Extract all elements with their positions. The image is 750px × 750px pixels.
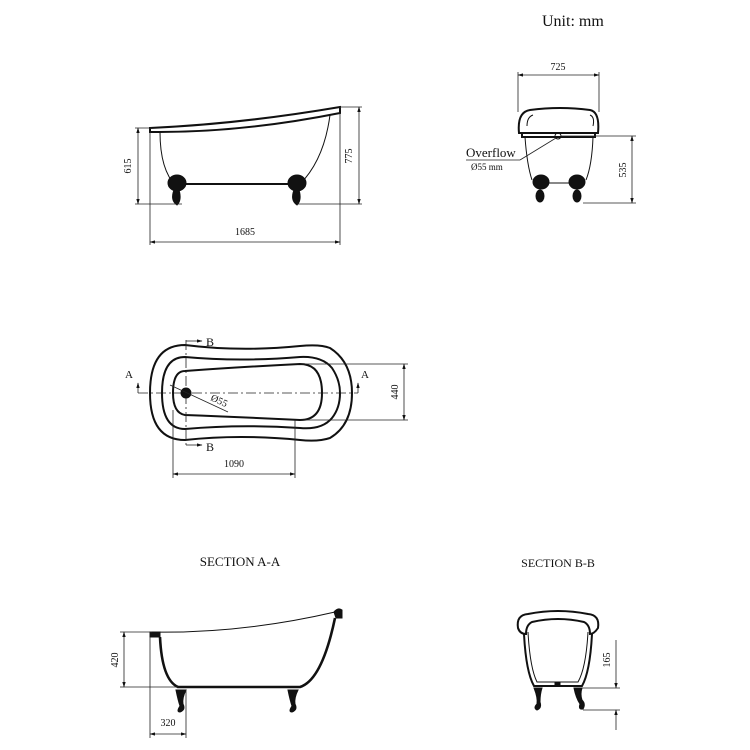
- rim-height-dimension: 615: [123, 159, 134, 174]
- basin-width-dimension: 440: [390, 385, 401, 400]
- floor-height-dimension: 165: [602, 653, 613, 668]
- end-foot-right: [568, 174, 586, 203]
- section-a-marker-right: A: [361, 369, 369, 381]
- depth-dimension: 420: [110, 653, 121, 668]
- section-bb-foot-right: [573, 687, 585, 710]
- plan-inner-rim: [160, 355, 342, 431]
- drain-offset-dimension: 320: [161, 718, 176, 729]
- section-aa-title: SECTION A-A: [200, 554, 281, 569]
- section-bb-roll-top: [516, 610, 600, 636]
- rim-end-right: [333, 608, 343, 619]
- tub-rim: [149, 105, 341, 134]
- plan-view: Ø55 A A B B 440 1090: [125, 335, 408, 478]
- end-roll-top: [517, 107, 600, 134]
- drain-to-end-dimension: 1090: [224, 459, 244, 470]
- claw-foot-right: [287, 174, 307, 206]
- section-aa-rim-line: [149, 611, 336, 633]
- section-a-marker-left: A: [125, 369, 133, 381]
- overflow-height-dimension: 535: [618, 163, 629, 178]
- section-a-a: SECTION A-A 420 320: [110, 554, 343, 738]
- drain: [180, 387, 192, 399]
- width-dimension: 725: [551, 62, 566, 73]
- tub-body-right: [299, 114, 331, 185]
- section-aa-foot-left: [175, 689, 187, 713]
- claw-foot-left: [167, 174, 187, 206]
- section-b-b: SECTION B-B 165: [516, 556, 620, 730]
- end-view: 725 Overflow Ø55 mm 535: [466, 62, 636, 204]
- section-b-marker-bottom: B: [206, 440, 214, 454]
- plan-basin: [171, 362, 324, 422]
- section-aa-wall: [158, 617, 337, 689]
- rim-end-left: [149, 631, 161, 638]
- section-aa-foot-right: [287, 689, 299, 713]
- end-foot-left: [532, 174, 550, 203]
- overflow-label: Overflow: [466, 145, 516, 160]
- section-bb-foot-left: [533, 687, 543, 711]
- section-b-marker-top: B: [206, 335, 214, 349]
- side-view: 615 775 1685: [123, 105, 362, 245]
- drain-diameter: Ø55: [209, 393, 229, 410]
- section-bb-inner-wall: [527, 631, 589, 683]
- section-bb-title: SECTION B-B: [521, 556, 595, 570]
- unit-label: Unit: mm: [542, 13, 604, 30]
- total-height-dimension: 775: [344, 149, 355, 164]
- length-dimension: 1685: [235, 227, 255, 238]
- overflow-size: Ø55 mm: [471, 162, 503, 172]
- plan-outer-rim: [148, 343, 354, 442]
- section-bb-outer-wall: [523, 633, 593, 687]
